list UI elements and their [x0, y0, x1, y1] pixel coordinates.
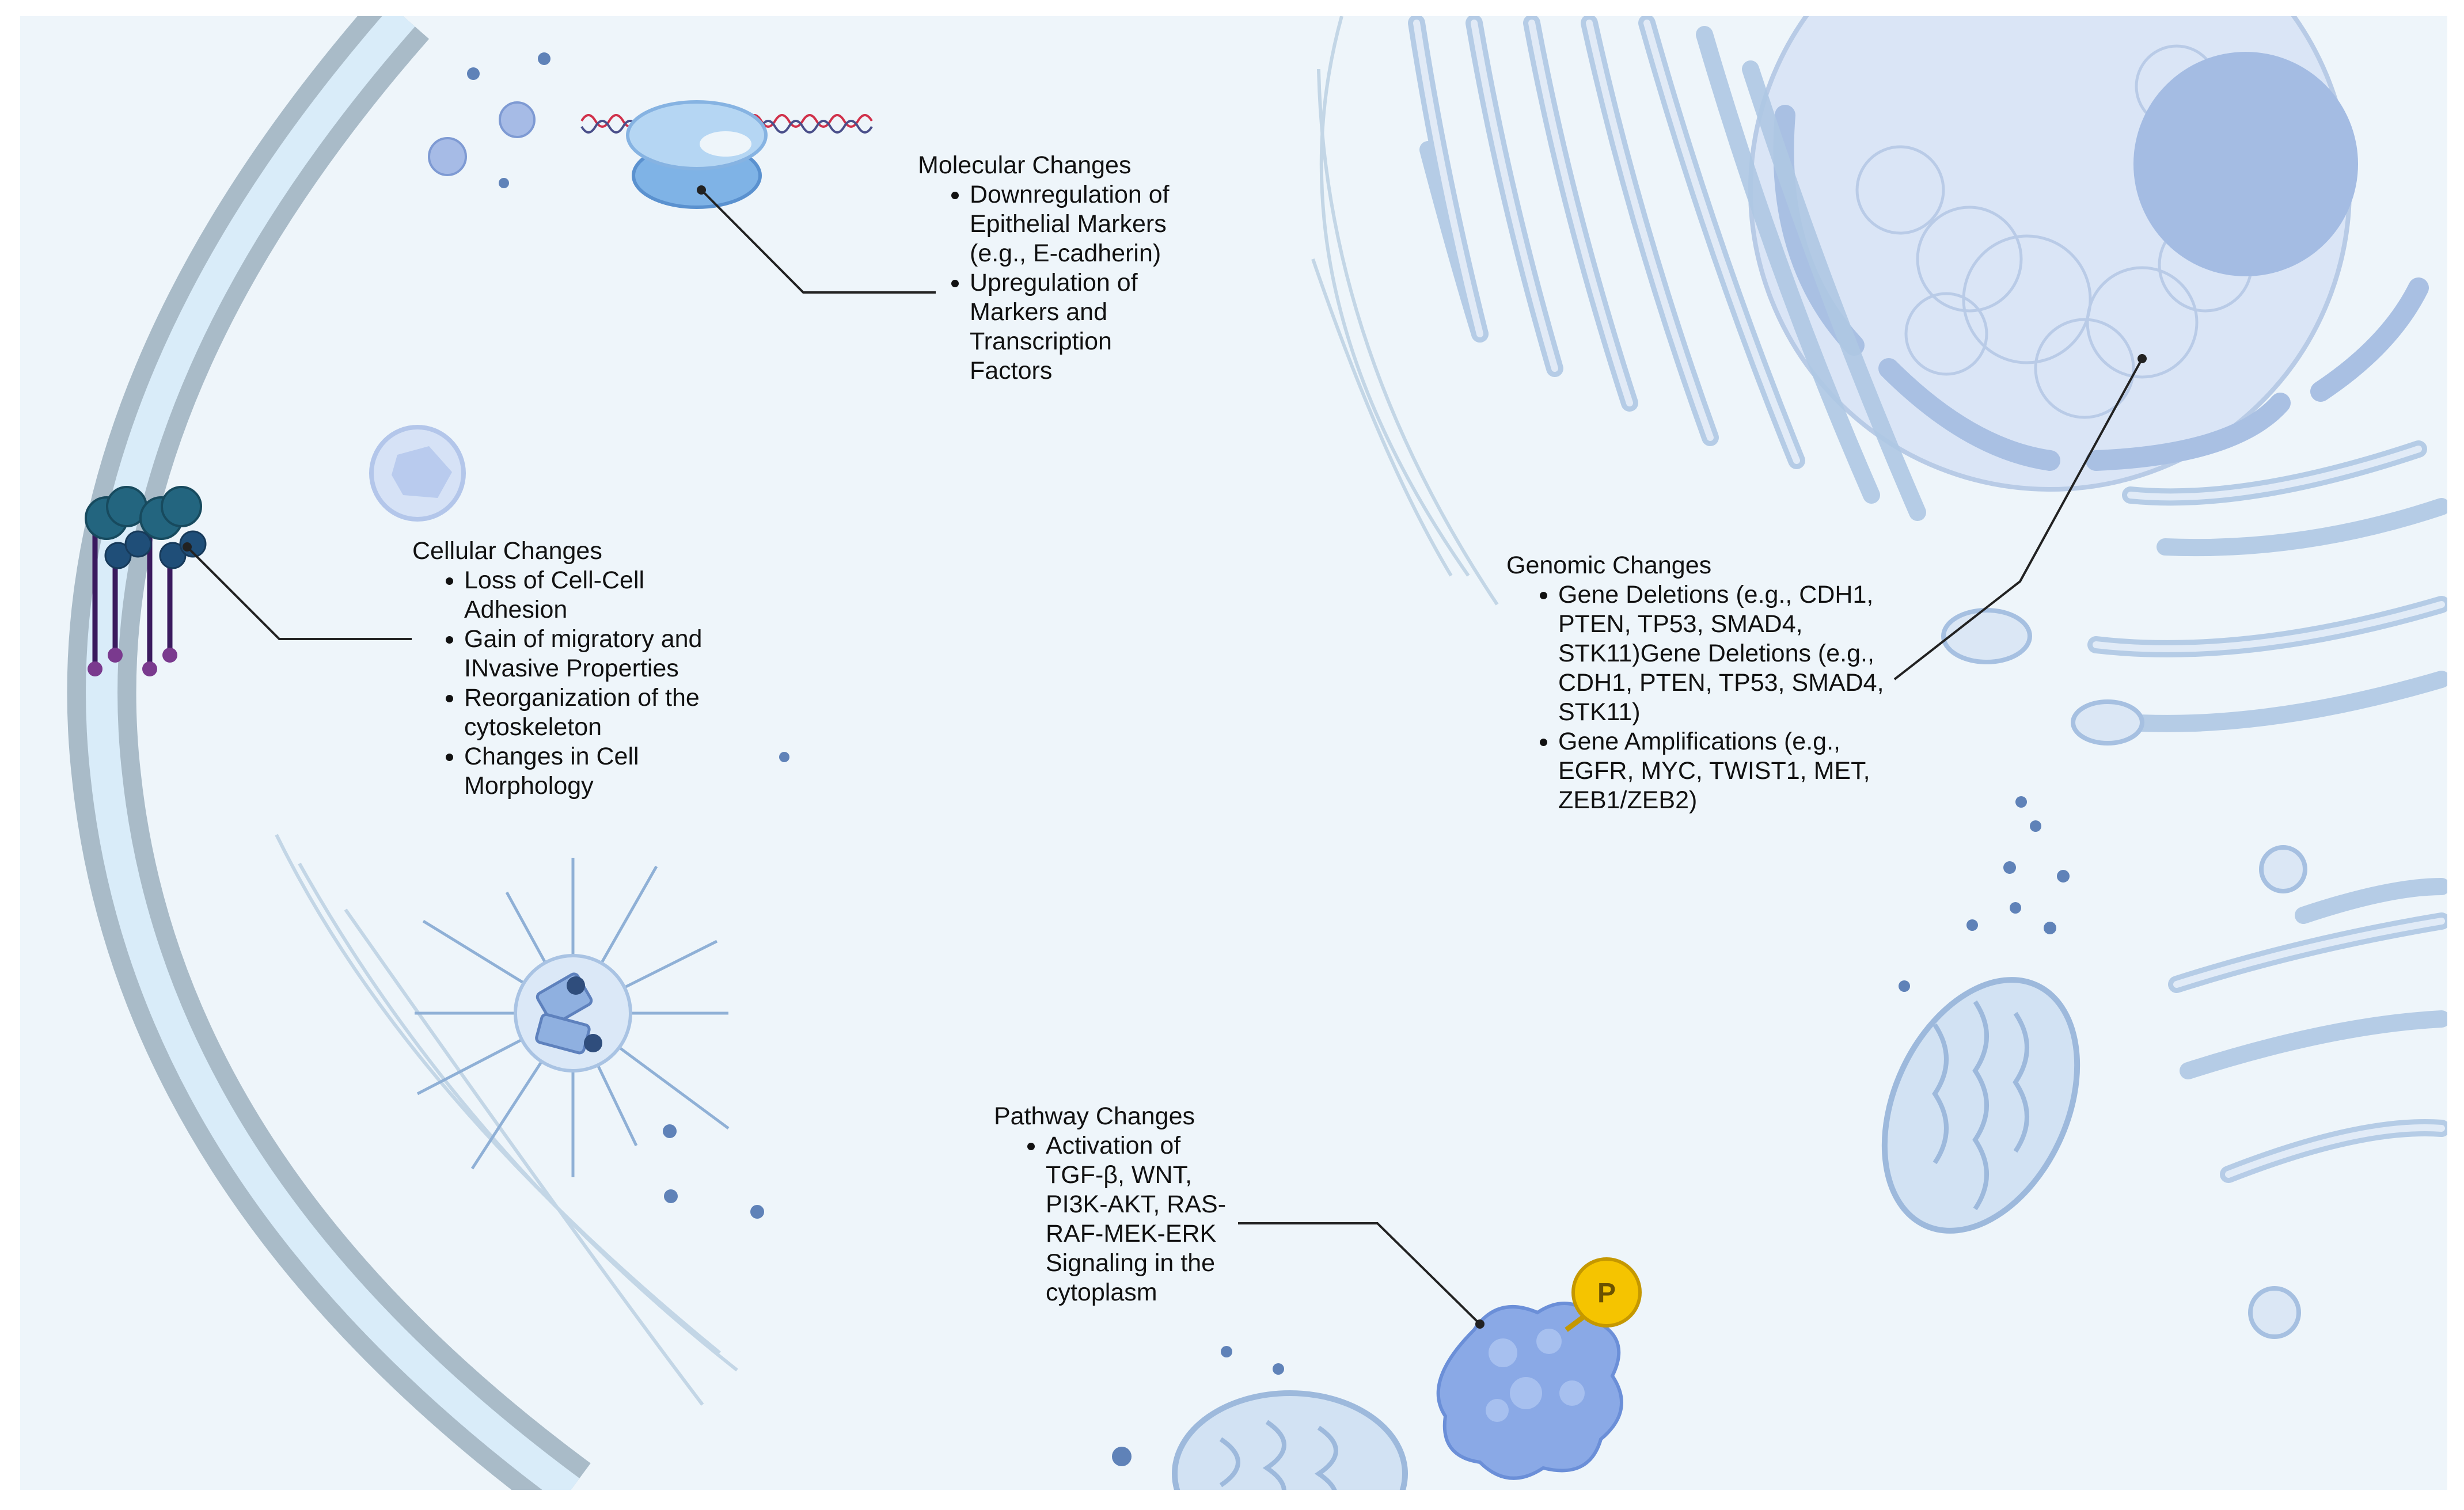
pathway-changes-list: Activation of TGF-β, WNT, PI3K-AKT, RAS-…	[994, 1131, 1236, 1307]
genomic-changes-title: Genomic Changes	[1506, 551, 1712, 579]
cellular-changes-annotation: Cellular Changes Loss of Cell-Cell Adhes…	[412, 537, 735, 801]
endosome	[369, 425, 466, 522]
genomic-changes-list: Gene Deletions (e.g., CDH1, PTEN, TP53, …	[1506, 580, 1898, 815]
cellular-change-item: Reorganization of the cytoskeleton	[464, 683, 735, 742]
cellular-change-item: Loss of Cell-Cell Adhesion	[464, 566, 735, 625]
cellular-change-item: Changes in Cell Morphology	[464, 742, 735, 801]
molecular-leader-line	[700, 189, 936, 294]
nucleolus	[2133, 52, 2358, 276]
large-vesicles	[428, 101, 536, 176]
molecular-changes-list: Downregulation of Epithelial Markers (e.…	[918, 180, 1189, 386]
molecular-change-item: Downregulation of Epithelial Markers (e.…	[970, 180, 1189, 268]
pathway-leader-line	[1238, 1222, 1481, 1325]
phosphate-label: P	[1597, 1278, 1616, 1309]
genomic-change-item: Gene Amplifications (e.g., EGFR, MYC, TW…	[1558, 727, 1898, 815]
genomic-changes-annotation: Genomic Changes Gene Deletions (e.g., CD…	[1506, 551, 1898, 815]
cellular-changes-list: Loss of Cell-Cell Adhesion Gain of migra…	[412, 566, 735, 801]
phosphate-group: P	[1571, 1257, 1642, 1328]
cellular-changes-title: Cellular Changes	[412, 537, 602, 565]
genomic-leader-line	[1893, 358, 2143, 680]
pathway-change-item: Activation of TGF-β, WNT, PI3K-AKT, RAS-…	[1046, 1131, 1236, 1307]
centrosome	[415, 858, 730, 1177]
pathway-changes-title: Pathway Changes	[994, 1102, 1195, 1130]
molecular-changes-annotation: Molecular Changes Downregulation of Epit…	[918, 151, 1189, 386]
cell-membrane	[67, 16, 591, 1490]
particles	[467, 52, 2070, 1466]
leader-lines	[186, 189, 2143, 1325]
ribosome	[580, 100, 873, 209]
kinase-protein	[1436, 1302, 1623, 1480]
membrane-receptors	[85, 486, 207, 676]
leader-endpoints	[183, 185, 2147, 1329]
er-inner	[1413, 20, 2445, 1178]
cellular-change-item: Gain of migratory and INvasive Propertie…	[464, 625, 735, 683]
pathway-changes-annotation: Pathway Changes Activation of TGF-β, WNT…	[994, 1102, 1236, 1307]
molecular-change-item: Upregulation of Markers and Transcriptio…	[970, 268, 1189, 386]
mitochondrion-bottom	[1172, 1390, 1408, 1490]
cytoskeleton-fibers	[275, 16, 1499, 1406]
genomic-change-item: Gene Deletions (e.g., CDH1, PTEN, TP53, …	[1558, 580, 1898, 727]
molecular-changes-title: Molecular Changes	[918, 151, 1132, 179]
cellular-leader-line	[186, 546, 412, 640]
mitochondrion	[1881, 977, 2080, 1234]
